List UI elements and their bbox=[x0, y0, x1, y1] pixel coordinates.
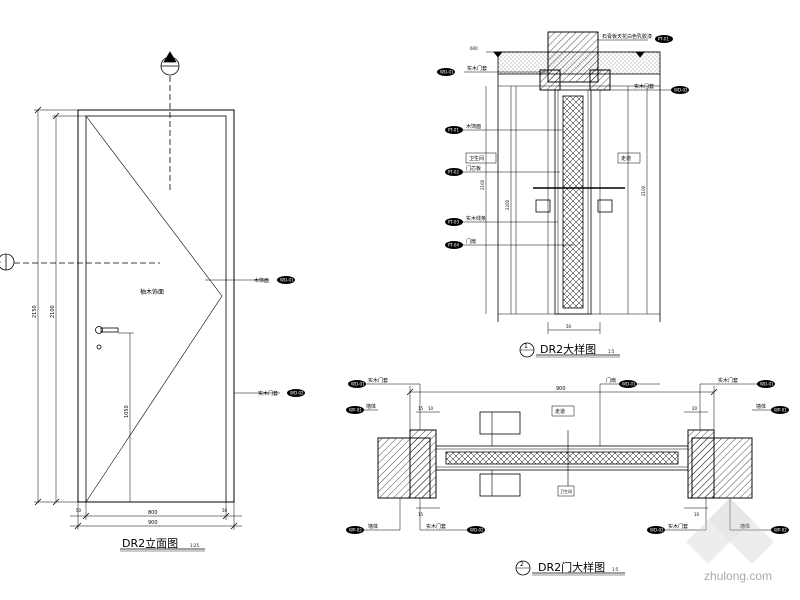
detail2-bl-callout: WP-02 墙体 bbox=[346, 523, 378, 534]
svg-text:WP-02: WP-02 bbox=[774, 528, 787, 533]
svg-text:PT-02: PT-02 bbox=[448, 170, 459, 175]
elevation-width-leaf: 800 bbox=[148, 510, 158, 516]
elevation-edge-dim-left: 50 bbox=[76, 508, 82, 513]
section-marker-top-icon bbox=[160, 51, 180, 190]
door-frame bbox=[77, 109, 235, 503]
svg-text:WD-01: WD-01 bbox=[351, 382, 365, 387]
elevation-callout-2-tag: WD-02 bbox=[287, 389, 305, 397]
detail2-r-callout: 墙体 WP-01 bbox=[756, 403, 789, 414]
svg-text:PT-04: PT-04 bbox=[448, 243, 459, 248]
detail2-tl-callout: WD-01 实木门套 bbox=[348, 377, 388, 388]
detail2-number: 2 bbox=[520, 561, 524, 568]
detail1-view bbox=[452, 31, 672, 358]
detail1-height-left: 2100 bbox=[480, 179, 485, 190]
svg-text:木饰面: 木饰面 bbox=[466, 123, 481, 130]
svg-text:墙体: 墙体 bbox=[756, 403, 766, 410]
door-handle-icon bbox=[95, 326, 119, 350]
svg-text:WD-01: WD-01 bbox=[440, 70, 454, 75]
detail1-number: 1 bbox=[524, 343, 528, 350]
detail1-top-tag: PT-01 bbox=[655, 35, 673, 43]
detail1-top-callout: 石膏板天花白色乳胶漆 bbox=[602, 33, 652, 40]
detail1-height-mid: 2200 bbox=[505, 199, 510, 210]
svg-text:实木门套: 实木门套 bbox=[426, 523, 446, 530]
detail1-callout-4: PT-04 门扇 bbox=[445, 238, 476, 249]
elevation-callout-1-tag: WD-01 bbox=[277, 276, 295, 284]
svg-text:WD-02: WD-02 bbox=[650, 528, 664, 533]
elevation-edge-dim-right: 50 bbox=[222, 508, 228, 513]
detail2-small-dim-2: 10 bbox=[428, 406, 434, 411]
svg-text:实木门套: 实木门套 bbox=[668, 523, 688, 530]
detail1-right-text-1: 实木门套 bbox=[634, 83, 654, 90]
detail2-bl2-callout: 实木门套 WD-02 bbox=[426, 523, 485, 534]
svg-text:WP-01: WP-01 bbox=[774, 408, 787, 413]
svg-text:实木门套: 实木门套 bbox=[718, 377, 738, 384]
detail1-height-right: 2100 bbox=[641, 185, 646, 196]
svg-text:WD-01: WD-01 bbox=[280, 278, 294, 283]
elevation-callout-1: 木饰面 bbox=[254, 277, 269, 284]
elevation-handle-height: 1050 bbox=[124, 405, 130, 418]
svg-text:门扇: 门扇 bbox=[466, 238, 476, 245]
svg-text:WP-01: WP-01 bbox=[349, 408, 362, 413]
svg-text:WD-01: WD-01 bbox=[760, 382, 774, 387]
svg-text:实木线条: 实木线条 bbox=[466, 215, 486, 222]
detail1-box-right: 走道 bbox=[621, 155, 631, 162]
svg-text:WD-02: WD-02 bbox=[470, 528, 484, 533]
svg-text:墙体: 墙体 bbox=[368, 523, 378, 530]
svg-text:WD-02: WD-02 bbox=[290, 391, 304, 396]
detail2-mid-callout-tag: WD-01 bbox=[619, 380, 637, 388]
detail1-title: DR2大样图 bbox=[540, 342, 596, 356]
detail2-width: 900 bbox=[556, 386, 566, 392]
door-swing-lines bbox=[85, 115, 223, 503]
svg-text:实木门套: 实木门套 bbox=[368, 377, 388, 384]
detail2-l-callout: WP-01 墙体 bbox=[346, 403, 376, 414]
detail1-bottom-dim: 50 bbox=[566, 324, 572, 329]
svg-text:WD-01: WD-01 bbox=[622, 382, 636, 387]
elevation-title: DR2立面图 bbox=[122, 536, 178, 550]
detail1-scale: 1:5 bbox=[608, 349, 615, 354]
detail2-scale: 1:5 bbox=[612, 567, 619, 572]
svg-text:墙体: 墙体 bbox=[740, 523, 750, 530]
detail2-small-dim-3: 20 bbox=[692, 406, 698, 411]
svg-text:PT-01: PT-01 bbox=[658, 37, 669, 42]
svg-text:门芯板: 门芯板 bbox=[466, 165, 481, 172]
section-marker-left-icon bbox=[0, 253, 160, 271]
detail1-left-tag-1: WD-01 bbox=[437, 68, 455, 76]
svg-text:PT-03: PT-03 bbox=[448, 220, 459, 225]
detail1-callout-2: PT-02 门芯板 bbox=[445, 165, 481, 176]
detail1-top-dim: 600 bbox=[470, 46, 478, 51]
detail2-top-label: 走道 bbox=[555, 408, 565, 415]
detail1-callout-3: PT-03 实木线条 bbox=[445, 215, 486, 226]
elevation-height-leaf: 2100 bbox=[50, 305, 56, 318]
door-leaf bbox=[85, 115, 227, 503]
detail1-box-left: 卫生间 bbox=[469, 155, 484, 162]
elevation-scale: 1:25 bbox=[190, 543, 199, 548]
detail2-tr-callout: 实木门套 WD-01 bbox=[718, 377, 775, 388]
detail1-left-text-1: 实木门套 bbox=[467, 65, 487, 72]
detail2-title: DR2门大样图 bbox=[538, 560, 605, 574]
elevation-height-total: 2150 bbox=[32, 305, 38, 318]
watermark-logo-icon bbox=[686, 498, 774, 564]
detail2-br2-callout: WD-02 实木门套 bbox=[647, 523, 688, 534]
elevation-view bbox=[0, 51, 280, 552]
detail2-small-dim-4: 15 bbox=[418, 512, 424, 517]
detail2-bottom-label: 卫生间 bbox=[560, 488, 572, 494]
elevation-width-total: 900 bbox=[148, 520, 158, 526]
detail1-callout-1: PT-01 木饰面 bbox=[445, 123, 481, 134]
svg-text:WD-02: WD-02 bbox=[674, 88, 688, 93]
detail2-mid-callout: 门扇 bbox=[606, 377, 616, 384]
svg-text:PT-01: PT-01 bbox=[448, 128, 459, 133]
detail2-small-dim-1: 15 bbox=[418, 406, 424, 411]
detail2-view bbox=[352, 383, 776, 576]
elevation-center-label: 柚木饰面 bbox=[140, 288, 164, 296]
detail2-br-callout: 墙体 WP-02 bbox=[740, 523, 789, 534]
watermark-text: zhulong.com bbox=[704, 569, 772, 583]
svg-text:WP-02: WP-02 bbox=[349, 528, 362, 533]
svg-text:墙体: 墙体 bbox=[366, 403, 376, 410]
detail1-right-tag-1: WD-02 bbox=[671, 86, 689, 94]
detail2-small-dim-5: 10 bbox=[694, 512, 700, 517]
elevation-callout-2: 实木门套 bbox=[258, 390, 278, 397]
